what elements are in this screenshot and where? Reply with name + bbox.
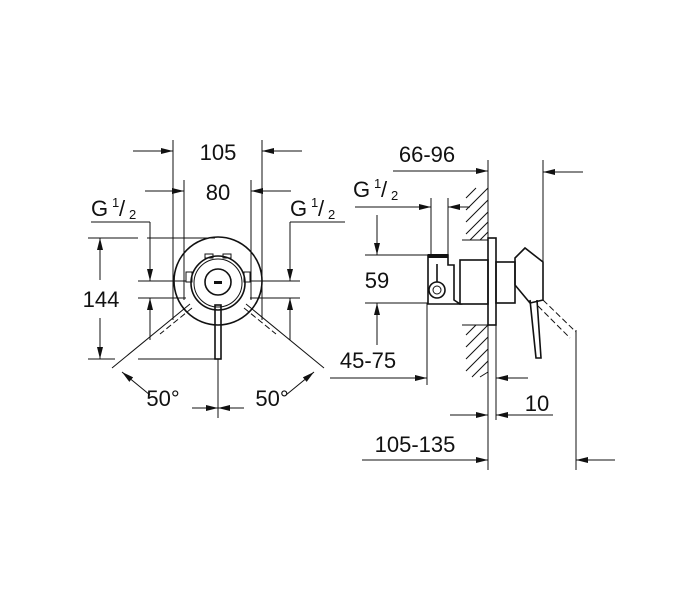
dim-105: 105 <box>200 140 237 165</box>
valve-cap <box>204 268 232 296</box>
dim-105-135: 105-135 <box>375 432 456 457</box>
slash: / <box>381 177 388 202</box>
dim-66-96: 66-96 <box>399 142 455 167</box>
slash: / <box>318 196 325 221</box>
front-view: 105 80 G 1 / 2 G 1 / 2 144 <box>83 140 345 418</box>
side-view: 66-96 G 1 / 2 59 45-75 10 105-135 <box>330 142 615 470</box>
inlet-port <box>428 281 446 299</box>
thread-right: G <box>290 196 307 221</box>
thread-side-den: 2 <box>391 188 398 203</box>
slash: / <box>119 196 126 221</box>
thread-right-den: 2 <box>328 207 335 222</box>
angle-left: 50° <box>146 386 179 411</box>
thread-left-den: 2 <box>129 207 136 222</box>
angle-right: 50° <box>255 386 288 411</box>
thread-left-num: 1 <box>112 195 119 210</box>
dim-10: 10 <box>525 391 549 416</box>
thread-left: G <box>91 196 108 221</box>
thread-side-num: 1 <box>374 176 381 191</box>
thread-side: G <box>353 177 370 202</box>
wall-hatching <box>462 187 489 378</box>
flange <box>487 237 497 326</box>
valve-ring <box>190 255 246 311</box>
lever <box>214 304 222 360</box>
side-lever <box>529 299 542 359</box>
dim-80: 80 <box>206 180 230 205</box>
thread-right-num: 1 <box>311 195 318 210</box>
handle <box>514 246 544 304</box>
valve-body <box>459 259 489 305</box>
spindle <box>495 261 516 304</box>
dim-59: 59 <box>365 268 389 293</box>
dim-144: 144 <box>83 287 120 312</box>
dim-45-75: 45-75 <box>340 348 396 373</box>
